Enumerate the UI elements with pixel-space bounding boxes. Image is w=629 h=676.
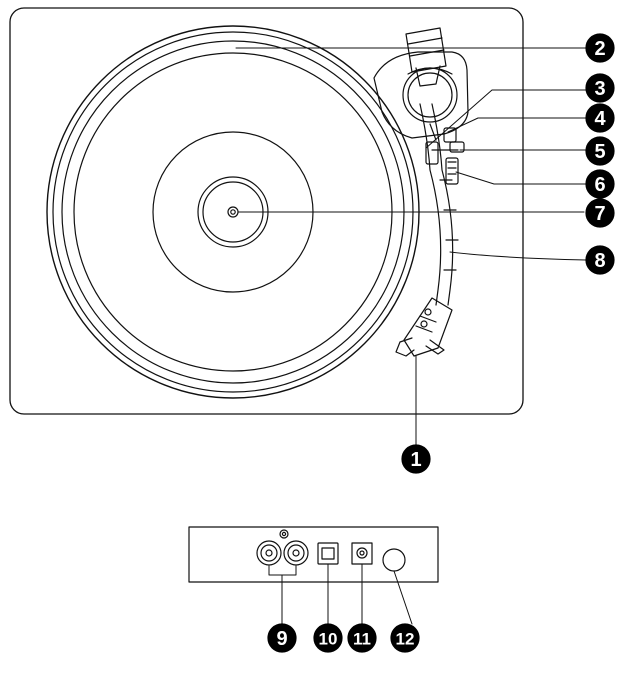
- center-spindle: [228, 207, 238, 217]
- leader-lines-rear: [269, 564, 412, 624]
- callout-number: 11: [353, 630, 371, 649]
- callout-9: 9: [268, 624, 296, 652]
- turntable-base-outline: [10, 8, 523, 414]
- usb-port: [318, 543, 338, 564]
- callout-7: 7: [586, 199, 614, 227]
- rca-jacks: [257, 530, 308, 565]
- callout-2: 2: [586, 34, 614, 62]
- callout-12: 12: [391, 624, 419, 652]
- counterweight: [406, 28, 446, 86]
- callout-8: 8: [586, 246, 614, 274]
- tonearm-base: [374, 52, 468, 138]
- callout-number: 6: [594, 174, 605, 196]
- callout-number: 8: [594, 250, 605, 272]
- callout-11: 11: [348, 624, 376, 652]
- callout-4: 4: [586, 104, 614, 132]
- dc-power-jack: [352, 543, 372, 564]
- callout-number: 2: [594, 38, 605, 60]
- rear-panel-outline: [189, 527, 438, 582]
- callout-6: 6: [586, 170, 614, 198]
- callout-number: 5: [594, 141, 605, 163]
- callout-number: 4: [594, 108, 606, 130]
- power-switch: [383, 549, 405, 571]
- callout-3: 3: [586, 74, 614, 102]
- callout-1: 1: [402, 445, 430, 473]
- callout-number: 3: [594, 78, 605, 100]
- callout-5: 5: [586, 137, 614, 165]
- headshell: [396, 298, 452, 356]
- callout-10: 10: [314, 624, 342, 652]
- callout-number: 7: [594, 203, 605, 225]
- callout-number: 12: [396, 630, 415, 649]
- callout-number: 10: [319, 630, 338, 649]
- callout-number: 9: [276, 628, 287, 650]
- callout-number: 1: [410, 449, 421, 471]
